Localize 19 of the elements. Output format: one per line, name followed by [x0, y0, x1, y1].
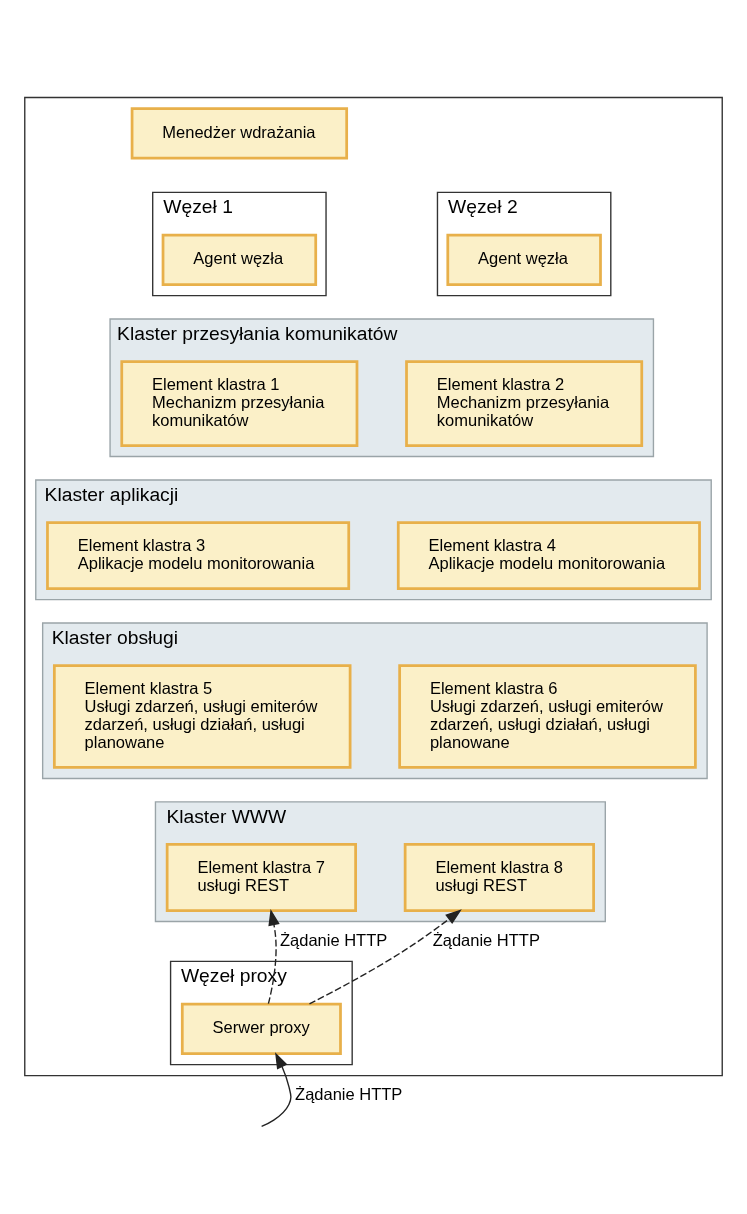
node-box: Element klastra 5 Usługi zdarzeń, usługi emiterów zdarzeń, usługi działań, usługi planowane — [52, 664, 352, 769]
node-box: Element klastra 8 usługi REST — [403, 843, 595, 912]
node-box: Agent węzła — [446, 233, 602, 286]
cluster — [24, 96, 723, 1077]
edge-label: Żądanie HTTP — [432, 930, 540, 949]
edge-label: Żądanie HTTP — [295, 1084, 403, 1103]
node-box: Element klastra 7 usługi REST — [165, 843, 357, 912]
node-box: Element klastra 4 Aplikacje modelu monitorowania — [396, 521, 701, 590]
edge-label: Żądanie HTTP — [279, 930, 388, 949]
node-box: Agent węzła — [161, 233, 318, 286]
arrow — [267, 908, 280, 1005]
node-box: Element klastra 1 Mechanizm przesyłania komunikatów — [120, 360, 359, 447]
node-box: Serwer proxy — [180, 1002, 342, 1055]
arrow — [308, 909, 462, 1005]
node-box: Menedżer wdrażania — [130, 107, 349, 160]
arrow — [260, 1052, 292, 1128]
node-box: Element klastra 3 Aplikacje modelu monitorowania — [46, 521, 351, 590]
node-box: Element klastra 6 Usługi zdarzeń, usługi emiterów zdarzeń, usługi działań, usługi planowane — [398, 664, 697, 769]
node-box: Element klastra 2 Mechanizm przesyłania komunikatów — [405, 360, 644, 447]
